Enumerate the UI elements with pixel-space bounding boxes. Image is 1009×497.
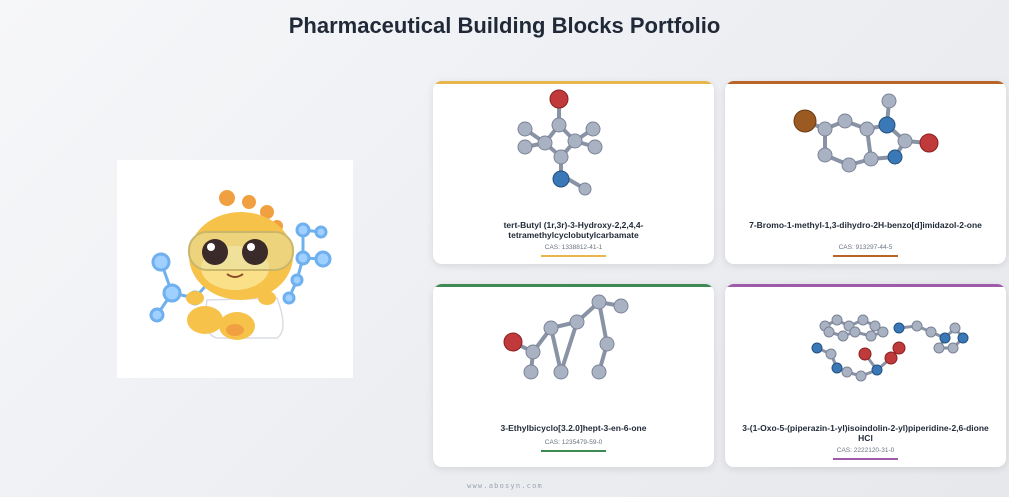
card-accent-bar [433, 284, 714, 287]
product-card[interactable]: tert-Butyl (1r,3r)-3-Hydroxy-2,2,4,4-tet… [433, 81, 714, 264]
product-name: 3-Ethylbicyclo[3.2.0]hept-3-en-6-one [500, 423, 647, 433]
molecule-structure-icon [793, 93, 939, 173]
product-cas: CAS: 1235479-59-0 [544, 439, 603, 446]
card-accent-bar [725, 81, 1006, 84]
card-accent-bar [725, 284, 1006, 287]
product-cas: CAS: 2222120-31-0 [836, 447, 895, 454]
mascot-panel [117, 160, 353, 378]
molecule-structure-icon [503, 294, 629, 380]
cas-underline [541, 450, 606, 452]
product-cas: CAS: 913297-44-5 [838, 244, 893, 251]
dinosaur-scientist-mascot-icon [149, 190, 332, 340]
cas-underline [541, 255, 606, 257]
product-cas: CAS: 1338812-41-1 [544, 244, 603, 251]
cas-underline [833, 458, 898, 460]
page-title: Pharmaceutical Building Blocks Portfolio [288, 13, 721, 38]
product-name: tert-Butyl (1r,3r)-3-Hydroxy-2,2,4,4-tet… [503, 220, 644, 240]
product-name: 7-Bromo-1-methyl-1,3-dihydro-2H-benzo[d]… [749, 220, 982, 230]
product-card[interactable]: 7-Bromo-1-methyl-1,3-dihydro-2H-benzo[d]… [725, 81, 1006, 264]
product-card[interactable]: 3-(1-Oxo-5-(piperazin-1-yl)isoindolin-2-… [725, 284, 1006, 467]
product-card[interactable]: 3-Ethylbicyclo[3.2.0]hept-3-en-6-one CAS… [433, 284, 714, 467]
cas-underline [833, 255, 898, 257]
molecule-structure-icon [811, 314, 969, 382]
website-url[interactable]: www.abosyn.com [467, 482, 543, 490]
molecule-structure-icon [517, 89, 603, 196]
card-accent-bar [433, 81, 714, 84]
product-name: 3-(1-Oxo-5-(piperazin-1-yl)isoindolin-2-… [742, 423, 989, 443]
